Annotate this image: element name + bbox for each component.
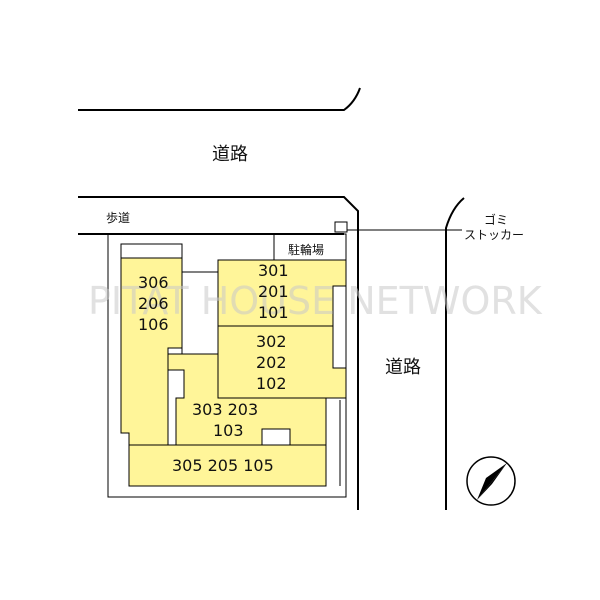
north-arrow-icon — [466, 456, 516, 506]
sidewalk-edge — [78, 196, 359, 510]
unit-label: 303 203 — [192, 400, 258, 419]
unit-label: 302 — [256, 332, 287, 351]
road-edge-right — [445, 197, 465, 510]
west-wing-roof — [120, 243, 183, 259]
unit-label: 101 — [258, 303, 289, 322]
unit-label: 202 — [256, 353, 287, 372]
garbage-stocker-label-2: ストッカー — [464, 228, 524, 242]
garbage-stocker — [334, 221, 348, 233]
unit-label: 306 — [138, 273, 169, 292]
sidewalk-label: 歩道 — [106, 210, 130, 225]
unit-label: 102 — [256, 374, 287, 393]
unit-label: 106 — [138, 315, 169, 334]
bicycle-parking-label: 駐輪場 — [288, 242, 324, 257]
unit-label: 103 — [213, 421, 244, 440]
unit-label: 301 — [258, 261, 289, 280]
unit-label: 305 205 105 — [172, 456, 274, 475]
road-label-right: 道路 — [385, 357, 421, 378]
unit-label: 206 — [138, 294, 169, 313]
garbage-stocker-label: ゴミ — [484, 212, 508, 227]
road-edge-top — [78, 87, 361, 111]
site-boundary — [107, 234, 347, 498]
watermark: PITAT HOUSE NETWORK — [88, 279, 543, 323]
road-label-top: 道路 — [212, 144, 248, 165]
unit-label: 201 — [258, 282, 289, 301]
